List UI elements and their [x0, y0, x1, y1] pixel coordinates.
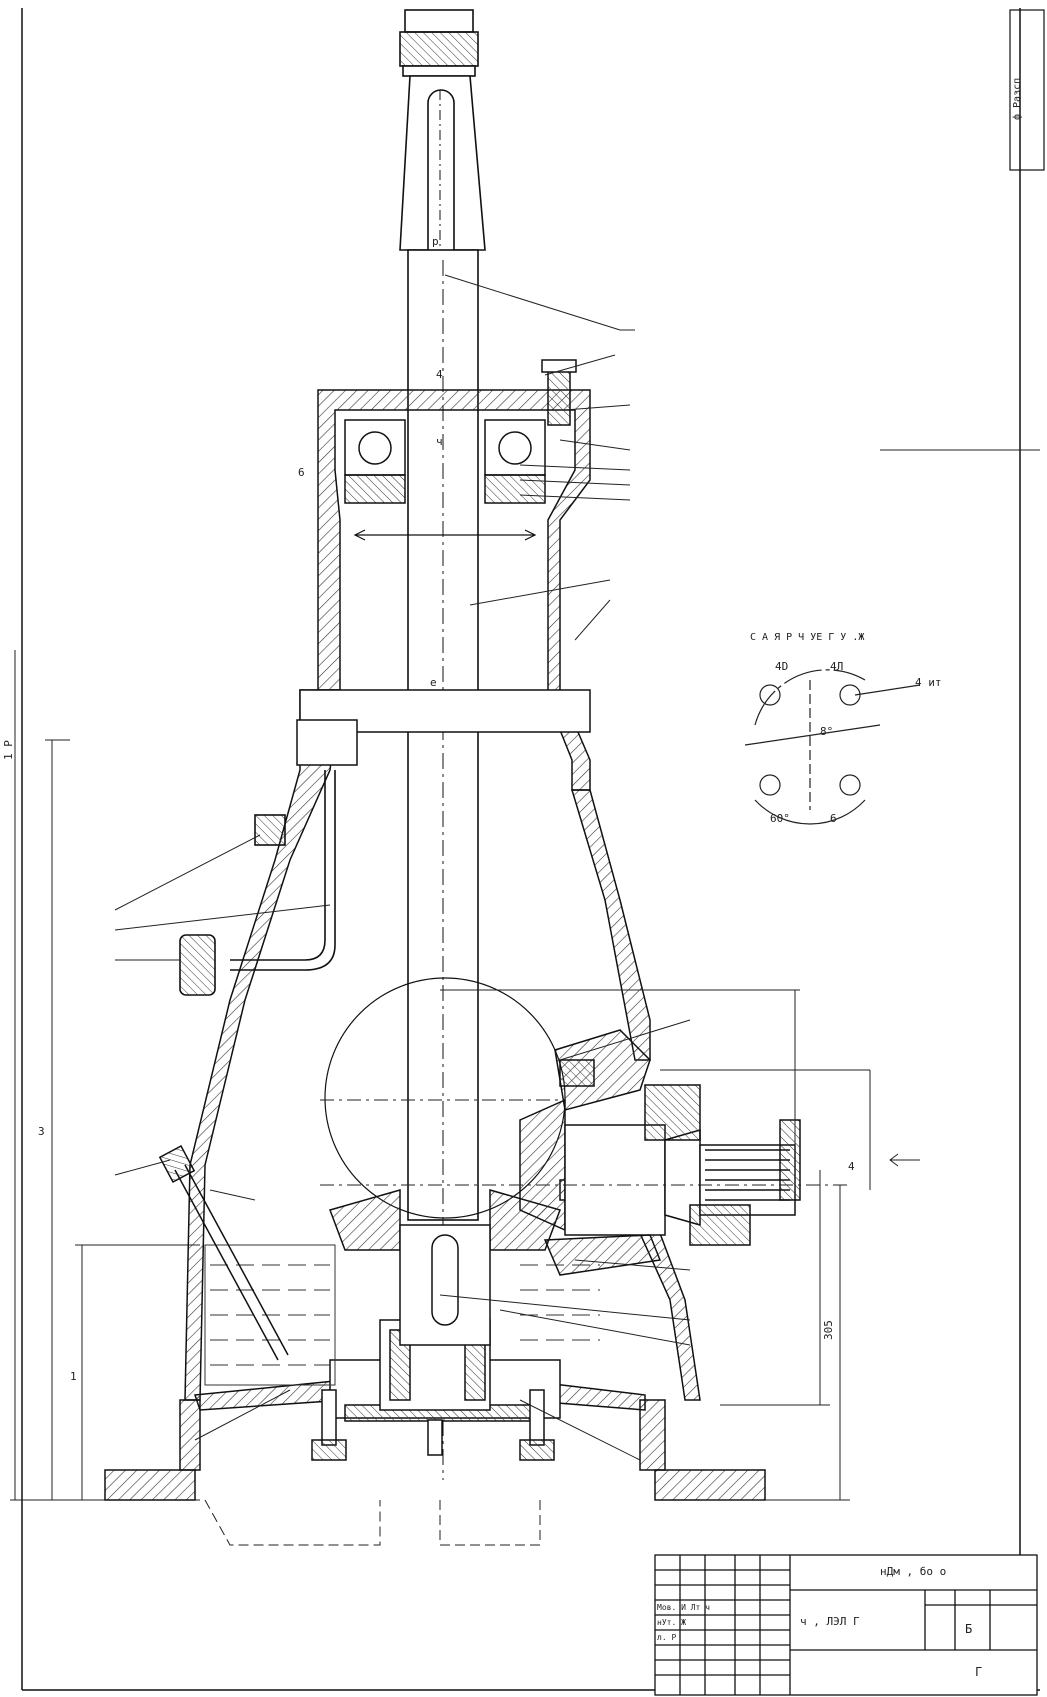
- spindle-top: [399, 9, 486, 1480]
- title-block-row-1: Мов. И Лт ч: [657, 1603, 710, 1612]
- section-title: С А Я Р Ч УЕ Г У .Ж: [750, 632, 865, 643]
- right-dimension-lines: [440, 989, 920, 1501]
- section-view-bolt-circle: [744, 669, 921, 825]
- title-block-name: ч , ЛЭЛ Г: [800, 1615, 860, 1628]
- title-block: [654, 1554, 1038, 1696]
- stamp-box: [1009, 9, 1045, 171]
- angle-bottom-left: 60°: [770, 812, 790, 825]
- inlet-pipe: [179, 770, 336, 996]
- casing-body: [184, 689, 701, 1401]
- shaft-label-center: е: [430, 676, 437, 689]
- dim-small: 4: [848, 1160, 855, 1173]
- angle-top-left: 4D: [775, 660, 789, 673]
- dim-lower: 1: [70, 1370, 77, 1383]
- shaft-label-upper: 4: [436, 368, 443, 381]
- dim-main-height: 1 Р: [2, 740, 15, 760]
- angle-top-right: 4Л: [830, 660, 844, 673]
- bevel-gear-assembly: [324, 977, 801, 1346]
- base-plate: [104, 1319, 766, 1501]
- footing-outline: [204, 1499, 541, 1546]
- dim-side: 3: [38, 1125, 45, 1138]
- title-block-sheet: Б: [965, 1622, 973, 1636]
- dipstick: [158, 1144, 289, 1361]
- title-block-title: нДм , бо о: [880, 1565, 947, 1578]
- angle-bottom-right: 6: [830, 812, 837, 825]
- housing-arrow: [353, 529, 537, 541]
- pinion-centerline: [320, 1099, 850, 1186]
- leader-lines: [114, 274, 691, 1461]
- dim-305: 305: [822, 1320, 835, 1340]
- shaft-label-bearing: 6: [298, 466, 305, 479]
- shaft-label-mid: ч: [436, 435, 443, 448]
- bearing-housing: [317, 359, 591, 791]
- title-block-row-2: нУт. Ж: [657, 1618, 686, 1627]
- angle-center: 8°: [820, 725, 834, 738]
- left-dimension-lines: [10, 650, 200, 1501]
- title-block-row-3: л. Р: [657, 1633, 677, 1642]
- shaft-label-top: р: [432, 235, 439, 248]
- stamp-text: ф Разсп: [1012, 77, 1023, 120]
- title-block-scale: Г: [975, 1665, 983, 1679]
- section-callout: 4 ит: [915, 676, 942, 689]
